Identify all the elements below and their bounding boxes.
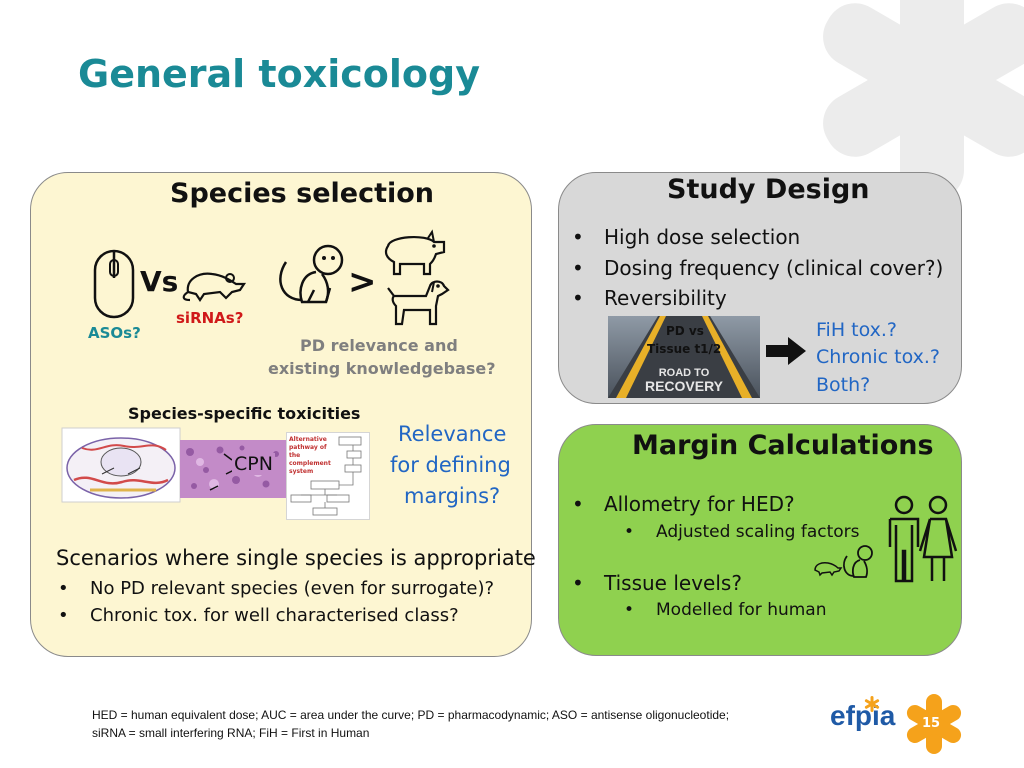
- outcome-both: Both?: [816, 374, 871, 396]
- margin-calculations-heading: Margin Calculations: [632, 430, 934, 461]
- image-label-line1: PD vs: [666, 324, 704, 338]
- page-number-asterisk-icon: [906, 694, 962, 754]
- woman-icon: [918, 495, 958, 581]
- scenarios-heading: Scenarios where single species is approp…: [56, 546, 536, 570]
- outcome-fih: FiH tox.?: [816, 319, 898, 341]
- sirna-label: siRNAs?: [176, 309, 244, 327]
- road-text-line1: ROAD TO: [659, 367, 710, 379]
- efpia-star-icon: [864, 696, 880, 712]
- watermark-asterisk-icon: [823, 0, 1024, 200]
- relevance-line1: Relevance: [398, 422, 507, 446]
- outcome-chronic: Chronic tox.?: [816, 346, 940, 368]
- rat-icon: [182, 272, 247, 302]
- small-rat-icon: [814, 562, 843, 577]
- complement-pathway-figure: Alternative pathway of the complement sy…: [286, 432, 370, 520]
- road-text-line2: RECOVERY: [645, 378, 724, 394]
- pd-relevance-line2: existing knowledgebase?: [268, 359, 496, 378]
- aso-label: ASOs?: [88, 324, 141, 342]
- road-to-recovery-image: ROAD TO RECOVERY: [608, 316, 760, 398]
- small-monkey-icon: [843, 545, 873, 578]
- page-title: General toxicology: [78, 52, 480, 96]
- margin-sub-bullet-1: Adjusted scaling factors: [624, 522, 859, 542]
- species-specific-toxicities-heading: Species-specific toxicities: [128, 404, 361, 423]
- mouse-icon: [93, 249, 135, 319]
- vs-label: Vs: [140, 265, 179, 298]
- study-bullet-2: Dosing frequency (clinical cover?): [572, 256, 943, 280]
- efpia-logo-text: efpia: [830, 700, 896, 731]
- scenario-bullet-2: Chronic tox. for well characterised clas…: [58, 605, 459, 626]
- scenario-bullet-1: No PD relevant species (even for surroga…: [58, 578, 494, 599]
- greater-than-label: >: [348, 262, 377, 302]
- page-number: 15: [922, 716, 941, 731]
- study-bullet-1: High dose selection: [572, 225, 800, 249]
- relevance-line3: margins?: [404, 484, 501, 508]
- pd-relevance-line1: PD relevance and: [300, 336, 458, 355]
- complement-pathway-caption: Alternative pathway of the complement sy…: [289, 436, 331, 475]
- margin-sub-bullet-2: Modelled for human: [624, 600, 826, 620]
- margin-bullet-1: Allometry for HED?: [572, 492, 795, 516]
- study-design-heading: Study Design: [667, 174, 870, 205]
- relevance-line2: for defining: [390, 453, 511, 477]
- man-icon: [888, 495, 920, 583]
- footnote-line2: siRNA = small interfering RNA; FiH = Fir…: [92, 726, 370, 740]
- species-selection-heading: Species selection: [170, 178, 435, 209]
- cpn-label: CPN: [232, 453, 275, 475]
- footnote-line1: HED = human equivalent dose; AUC = area …: [92, 708, 730, 722]
- arrow-right-icon: [766, 337, 806, 365]
- efpia-logo: efpia: [830, 700, 895, 732]
- study-bullet-3: Reversibility: [572, 286, 727, 310]
- image-label-line2: Tissue t1/2: [647, 342, 722, 356]
- margin-bullet-2: Tissue levels?: [572, 571, 742, 595]
- dog-icon: [387, 280, 450, 326]
- pig-icon: [384, 229, 446, 276]
- cell-pathway-figure: [61, 427, 181, 503]
- monkey-icon: [279, 244, 344, 304]
